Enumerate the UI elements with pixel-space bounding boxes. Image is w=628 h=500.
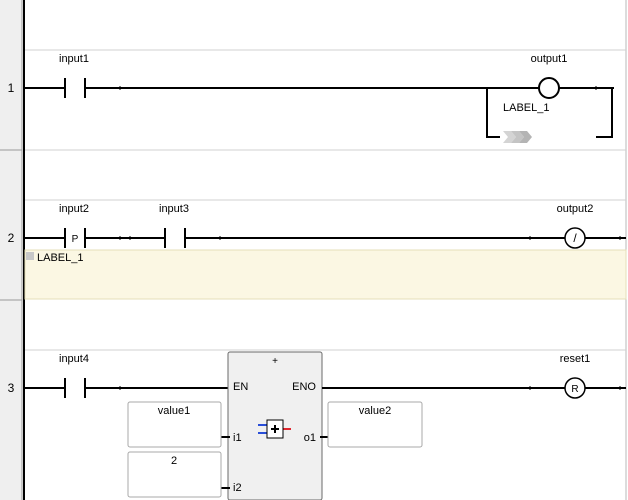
operand-value: 2	[171, 455, 177, 467]
operand-box-o1[interactable]: value2	[327, 401, 423, 448]
operand-box-i1[interactable]: value1	[127, 401, 222, 448]
jump-arrow-icon	[503, 131, 532, 143]
label-row[interactable]: LABEL_1	[24, 249, 627, 300]
coil-symbol: R	[571, 384, 578, 395]
coil-label: output1	[531, 53, 568, 65]
en-pin-label: EN	[233, 381, 248, 393]
block-title: +	[272, 356, 278, 367]
add-block-icon	[258, 419, 291, 439]
contact-input3[interactable]: input3	[159, 203, 189, 248]
label-text: LABEL_1	[37, 252, 83, 264]
rung-3[interactable]: 3 input4 + EN ENO i1 o1 i2	[8, 351, 626, 500]
contact-input4[interactable]: input4	[59, 353, 89, 398]
rung-number-gutter	[0, 0, 23, 500]
coil-symbol: /	[573, 231, 577, 245]
i1-pin-label: i1	[233, 432, 242, 444]
coil-reset1[interactable]: R reset1	[560, 353, 591, 399]
coil-output2[interactable]: / output2	[557, 203, 594, 249]
rung-2[interactable]: 2 P input2 input3 / output2	[8, 203, 626, 249]
jump-label-text: LABEL_1	[503, 102, 549, 114]
coil-label: output2	[557, 203, 594, 215]
rung-1[interactable]: 1 input1 output1 LABEL_1	[8, 53, 614, 143]
coil-label: reset1	[560, 353, 591, 365]
rung-number: 2	[8, 231, 15, 245]
operand-box-i2[interactable]: 2	[127, 451, 222, 498]
contact-label: input3	[159, 203, 189, 215]
jump-label-box[interactable]: LABEL_1	[486, 88, 613, 143]
operand-value: value2	[359, 405, 391, 417]
operand-value: value1	[158, 405, 190, 417]
eno-pin-label: ENO	[292, 381, 316, 393]
edge-symbol: P	[72, 234, 79, 245]
o1-pin-label: o1	[304, 432, 316, 444]
i2-pin-label: i2	[233, 482, 242, 494]
contact-input2[interactable]: P input2	[59, 203, 89, 248]
rung-number: 1	[8, 81, 15, 95]
contact-label: input4	[59, 353, 89, 365]
contact-label: input2	[59, 203, 89, 215]
coil-output1[interactable]: output1	[531, 53, 568, 99]
contact-input1[interactable]: input1	[59, 53, 89, 98]
rung-number: 3	[8, 381, 15, 395]
contact-label: input1	[59, 53, 89, 65]
label-marker-icon	[26, 252, 34, 260]
add-function-block[interactable]: + EN ENO i1 o1 i2	[227, 351, 323, 500]
row-grid	[25, 49, 626, 351]
